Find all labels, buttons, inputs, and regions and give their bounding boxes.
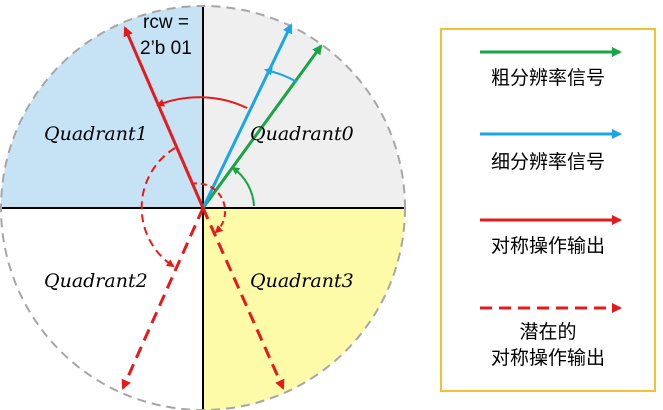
quadrant2-label: Quadrant2 [44, 270, 148, 292]
legend-symmetric-arrow [480, 215, 622, 225]
legend-fine-label: 细分辨率信号 [490, 151, 605, 173]
legend-potential-label-line2: 对称操作输出 [490, 347, 605, 369]
fine-signal-arrow [201, 23, 293, 209]
legend-coarse-label: 粗分辨率信号 [490, 67, 605, 89]
quadrant-diagram: Quadrant0 Quadrant1 Quadrant2 Quadrant3 … [0, 5, 406, 410]
potential-output-arrow-q2 [121, 207, 205, 390]
legend-symmetric-label: 对称操作输出 [490, 235, 605, 257]
legend-coarse-arrow [480, 47, 622, 57]
legend-item-coarse: 粗分辨率信号 [442, 38, 654, 98]
legend-item-potential: 潜在的 对称操作输出 [442, 294, 654, 384]
coarse-signal-arrow [201, 44, 323, 209]
legend-item-symmetric: 对称操作输出 [442, 206, 654, 266]
rcw-label-line1: rcw = [143, 12, 189, 33]
symmetry-arc [156, 96, 248, 109]
quadrant3-fill [203, 208, 405, 410]
quadrant1-label: Quadrant1 [44, 123, 148, 145]
coarse-angle-arc [231, 166, 255, 207]
potential-arc-q2 [140, 147, 176, 268]
legend-potential-arrow [480, 303, 622, 313]
symmetric-output-arrow [123, 26, 205, 209]
legend-fine-arrow [480, 129, 622, 139]
fine-angle-arc [264, 67, 298, 83]
potential-output-arrow-q3 [201, 207, 285, 390]
quadrant0-fill [203, 6, 405, 208]
legend-potential-label-line1: 潜在的 [519, 321, 577, 343]
legend-box: 粗分辨率信号 细分辨率信号 对称操作输出 潜在的 对称操作输出 [440, 28, 656, 392]
quadrant0-label: Quadrant0 [250, 123, 354, 145]
outer-circle [0, 5, 406, 410]
rcw-label-line2: 2’b 01 [140, 38, 192, 59]
legend-item-fine: 细分辨率信号 [442, 120, 654, 180]
potential-arc-q3 [190, 182, 227, 234]
quadrant3-label: Quadrant3 [250, 270, 354, 292]
quadrant1-fill [1, 6, 203, 208]
